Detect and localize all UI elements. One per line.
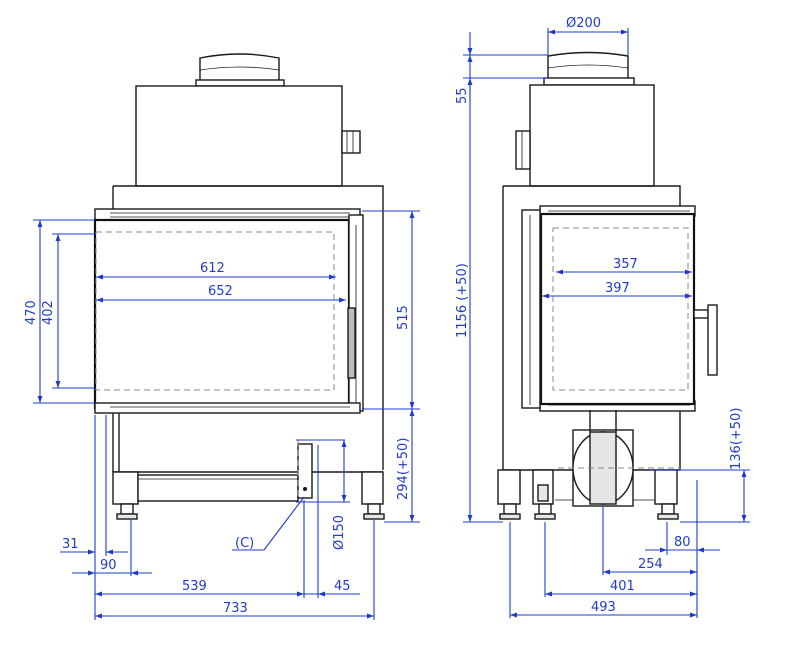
label-c-leader: (C) (232, 496, 305, 551)
side-base (497, 410, 680, 520)
side-view: Ø200 55 1156 (+50) 357 397 136(+ (455, 16, 750, 618)
dim-55: 55 (455, 32, 473, 104)
front-flue-collar (195, 53, 285, 87)
dim-80: 80 (645, 535, 720, 553)
dim-493-label: 493 (591, 600, 616, 615)
dim-150: Ø150 (296, 439, 350, 550)
front-glass-outline (95, 231, 335, 391)
dim-80-label: 80 (674, 535, 691, 550)
dim-90-label: 90 (100, 558, 117, 573)
dim-254: 254 (603, 557, 697, 575)
dim-652: 652 (96, 284, 346, 303)
dim-470-label: 470 (24, 300, 39, 325)
front-door-frame (93, 218, 351, 410)
dim-294-label: 294(+50) (396, 438, 411, 500)
dim-539-label: 539 (182, 579, 207, 594)
dim-200: Ø200 (547, 16, 629, 56)
side-door-frame (539, 212, 696, 406)
dim-31: 31 (60, 537, 128, 555)
dim-401-label: 401 (610, 579, 635, 594)
dim-357: 357 (556, 257, 692, 275)
front-door-handle (347, 214, 364, 412)
front-view: 612 652 470 402 515 294( (24, 53, 420, 620)
front-body-outline (113, 185, 384, 215)
dim-136: 136(+50) (650, 408, 750, 523)
dim-254-label: 254 (638, 557, 663, 572)
dim-733: 733 (95, 601, 374, 619)
front-bottom-frame (94, 402, 361, 414)
dim-45: 45 (304, 579, 360, 597)
dim-515: 515 (362, 210, 420, 410)
dim-1156: 1156 (+50) (455, 55, 473, 522)
dim-733-label: 733 (223, 601, 248, 616)
dim-515-label: 515 (396, 305, 411, 330)
dim-539: 539 (95, 579, 304, 597)
dim-493: 493 (510, 600, 697, 618)
dim-1156-label: 1156 (+50) (455, 263, 470, 338)
front-upper-box (135, 85, 343, 187)
dim-55-label: 55 (455, 87, 470, 104)
dim-402-label: 402 (41, 300, 56, 325)
side-flue-collar (543, 51, 635, 86)
dim-357-label: 357 (613, 257, 638, 272)
dim-652-label: 652 (208, 284, 233, 299)
dim-45-label: 45 (334, 579, 351, 594)
dim-397: 397 (542, 281, 692, 299)
side-upper-box (529, 84, 655, 187)
dim-470: 470 (24, 219, 95, 404)
dim-200-label: Ø200 (566, 16, 601, 31)
dim-612-label: 612 (200, 261, 225, 276)
label-c: (C) (235, 536, 254, 551)
dim-90: 90 (72, 558, 152, 576)
dim-150-label: Ø150 (332, 515, 347, 550)
dim-294: 294(+50) (384, 409, 420, 523)
dim-136-label: 136(+50) (729, 408, 744, 470)
front-side-outlet (341, 130, 361, 154)
front-base (112, 413, 385, 520)
side-glass-outline (552, 227, 689, 391)
dim-612: 612 (96, 261, 336, 280)
dim-402: 402 (41, 233, 95, 389)
dim-31-label: 31 (62, 537, 79, 552)
side-door-handle (693, 304, 718, 376)
dim-397-label: 397 (605, 281, 630, 296)
dim-401: 401 (545, 579, 697, 597)
